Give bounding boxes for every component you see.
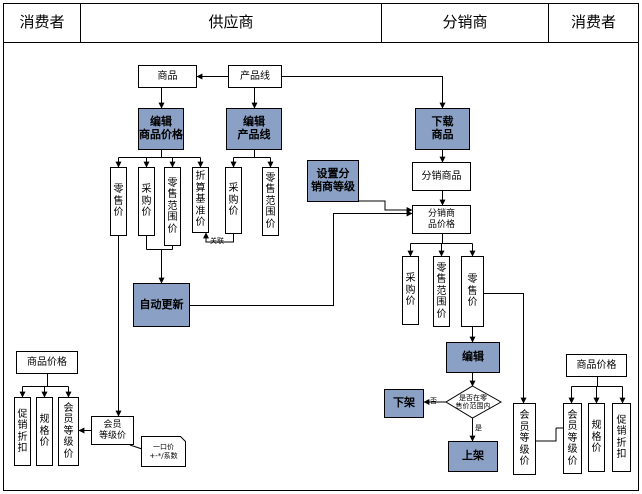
node-purchase-price-3: 采 购 价 xyxy=(402,256,419,325)
edge-relation xyxy=(203,232,234,243)
node-promo-discount-left: 促 销 折 扣 xyxy=(14,397,31,466)
edge-retail-to-member-right xyxy=(484,293,527,404)
node-retail-range-1: 零 售 范 围 价 xyxy=(164,167,181,246)
node-download-product: 下载 商品 xyxy=(415,108,470,150)
edge-label-relation: 关联 xyxy=(210,236,224,245)
node-distributed-product-price: 分销商 品价格 xyxy=(412,205,471,234)
edge-auto-to-dist-price xyxy=(190,210,413,306)
node-edit-product-price: 编辑 商品价格 xyxy=(138,108,184,150)
node-discount-base-price: 折 算 基 准 价 xyxy=(192,167,209,233)
note-connector xyxy=(129,444,143,450)
node-member-level-price-dist: 会 员 等 级 价 xyxy=(513,403,536,475)
edge-member-to-right-bracket xyxy=(536,428,557,442)
node-list: 上架 xyxy=(448,441,498,472)
node-edit-product-line: 编辑 产品线 xyxy=(226,108,282,150)
node-edit: 编辑 xyxy=(446,342,500,373)
node-purchase-price-2: 采 购 价 xyxy=(225,167,242,234)
header-consumer-left: 消费者 xyxy=(19,13,65,32)
header-consumer-right: 消费者 xyxy=(570,13,616,32)
node-retail-range-2: 零 售 范 围 价 xyxy=(262,167,279,236)
node-decision-within-range: 是否在零 售价范围内 xyxy=(455,393,491,410)
node-product: 商品 xyxy=(138,65,197,88)
node-spec-price-left: 规 格 价 xyxy=(36,397,53,466)
node-product-price-right: 商品价格 xyxy=(566,354,627,377)
node-product-price-left: 商品价格 xyxy=(16,351,78,374)
decision-diamond xyxy=(445,385,503,419)
node-member-level-price-left: 会 员 等 级 价 xyxy=(58,397,79,466)
note-shape xyxy=(141,436,186,467)
node-auto-update: 自动更新 xyxy=(133,283,190,327)
node-retail-price-3: 零 售 价 xyxy=(461,256,484,327)
edge-line-to-download xyxy=(282,76,446,109)
node-retail-range-3: 零 售 范 围 价 xyxy=(433,256,450,327)
outer-frame xyxy=(3,3,639,491)
node-member-level-price-right: 会 员 等 级 价 xyxy=(563,403,582,474)
header-distributor: 分销商 xyxy=(442,13,488,32)
node-retail-price-1: 零 售 价 xyxy=(110,167,127,236)
node-distributed-product: 分销商品 xyxy=(412,162,471,191)
node-purchase-price-1: 采 购 价 xyxy=(138,167,155,236)
node-product-line: 产品线 xyxy=(228,65,282,88)
node-spec-price-right: 规 格 价 xyxy=(588,403,605,472)
note-formula: 一口价 +-*/系数 xyxy=(149,443,178,460)
node-promo-discount-right: 促 销 折 扣 xyxy=(612,403,631,472)
edge-label-yes: 是 xyxy=(475,423,482,432)
header-supplier: 供应商 xyxy=(208,13,254,32)
edge-level-to-dist-price xyxy=(359,200,413,213)
node-delist: 下架 xyxy=(384,389,424,418)
edge-label-no: 否 xyxy=(430,396,437,405)
node-set-distribution-level: 设置分 销商等级 xyxy=(307,160,359,202)
node-member-level-price-mid: 会员 等级价 xyxy=(91,416,134,445)
